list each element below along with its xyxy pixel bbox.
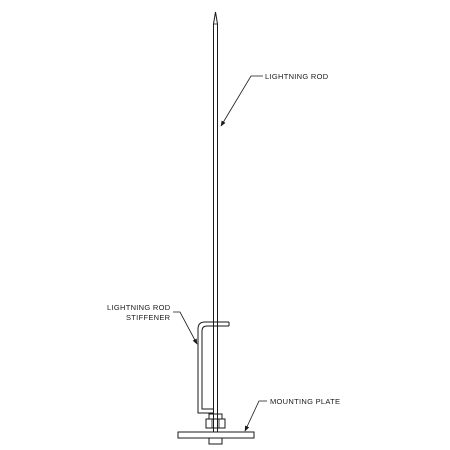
mounting-plate-label: MOUNTING PLATE — [270, 397, 340, 406]
lightning-rod — [213, 11, 218, 432]
nut-assembly — [205, 413, 226, 445]
lightning-rod-leader — [220, 75, 263, 127]
mounting-plate-leader — [244, 400, 267, 432]
stiffener-leader — [173, 311, 198, 345]
mounting-plate — [177, 431, 255, 439]
lightning-rod-stiffener — [197, 321, 230, 414]
stiffener-label-line2: STIFFENER — [126, 313, 171, 322]
lightning-rod-label: LIGHTNING ROD — [265, 72, 329, 81]
stiffener-label-line1: LIGHTNING ROD — [107, 303, 171, 312]
